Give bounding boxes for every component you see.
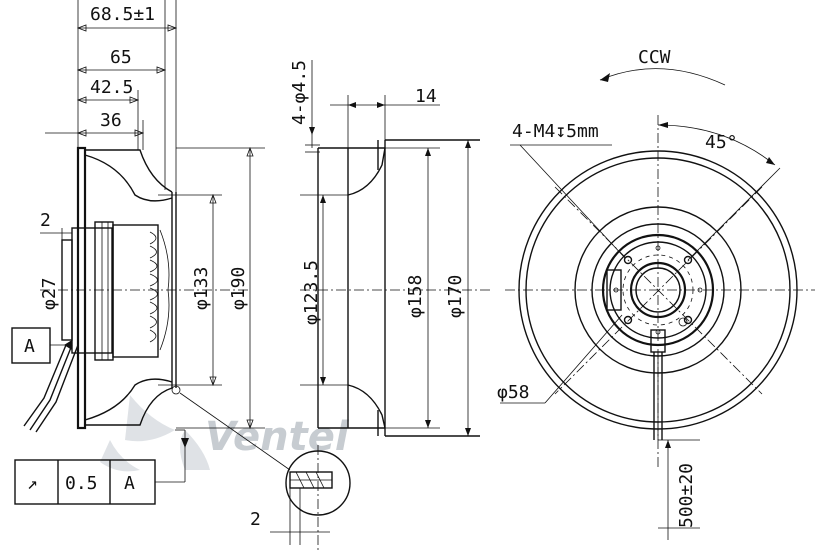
dim-dia-133: φ133 [191,267,212,310]
tolerance-symbol: ↗ [27,473,38,494]
tolerance-frame: ↗ 0.5 A [14,429,189,505]
dim-dia-170: φ170 [445,275,466,318]
dim-screws: 4-M4↧5mm [512,121,599,142]
dim-dia-190: φ190 [228,267,249,310]
dim-gap-2-bottom: 2 [250,509,261,530]
section-view [300,139,490,437]
tolerance-datum: A [124,473,135,494]
dim-width-42-5: 42.5 [90,77,133,98]
dim-dia-158: φ158 [405,275,426,318]
dim-overall-width: 68.5±1 [90,4,155,25]
side-view-dimensions [40,0,265,430]
section-view-dimensions [300,60,471,436]
dim-angle-45: 45° [705,132,738,153]
dim-dia-58: φ58 [497,382,530,403]
dim-rotation: CCW [638,47,671,68]
datum-a-label: A [24,336,35,357]
datum-a-box: A [11,327,72,364]
dim-flange-14: 14 [415,86,437,107]
tolerance-value: 0.5 [65,473,98,494]
side-view [23,146,291,471]
front-view-dimensions [500,68,776,540]
dim-gap-2-left: 2 [40,210,51,231]
front-view [505,115,815,470]
dim-cable-length: 500±20 [676,463,697,528]
dim-holes: 4-φ4.5 [289,60,310,125]
dim-width-65: 65 [110,47,132,68]
dim-dia-27: φ27 [39,277,60,310]
dim-dia-123-5: φ123.5 [301,260,322,325]
detail-circle [270,445,351,550]
dim-width-36: 36 [100,110,122,131]
